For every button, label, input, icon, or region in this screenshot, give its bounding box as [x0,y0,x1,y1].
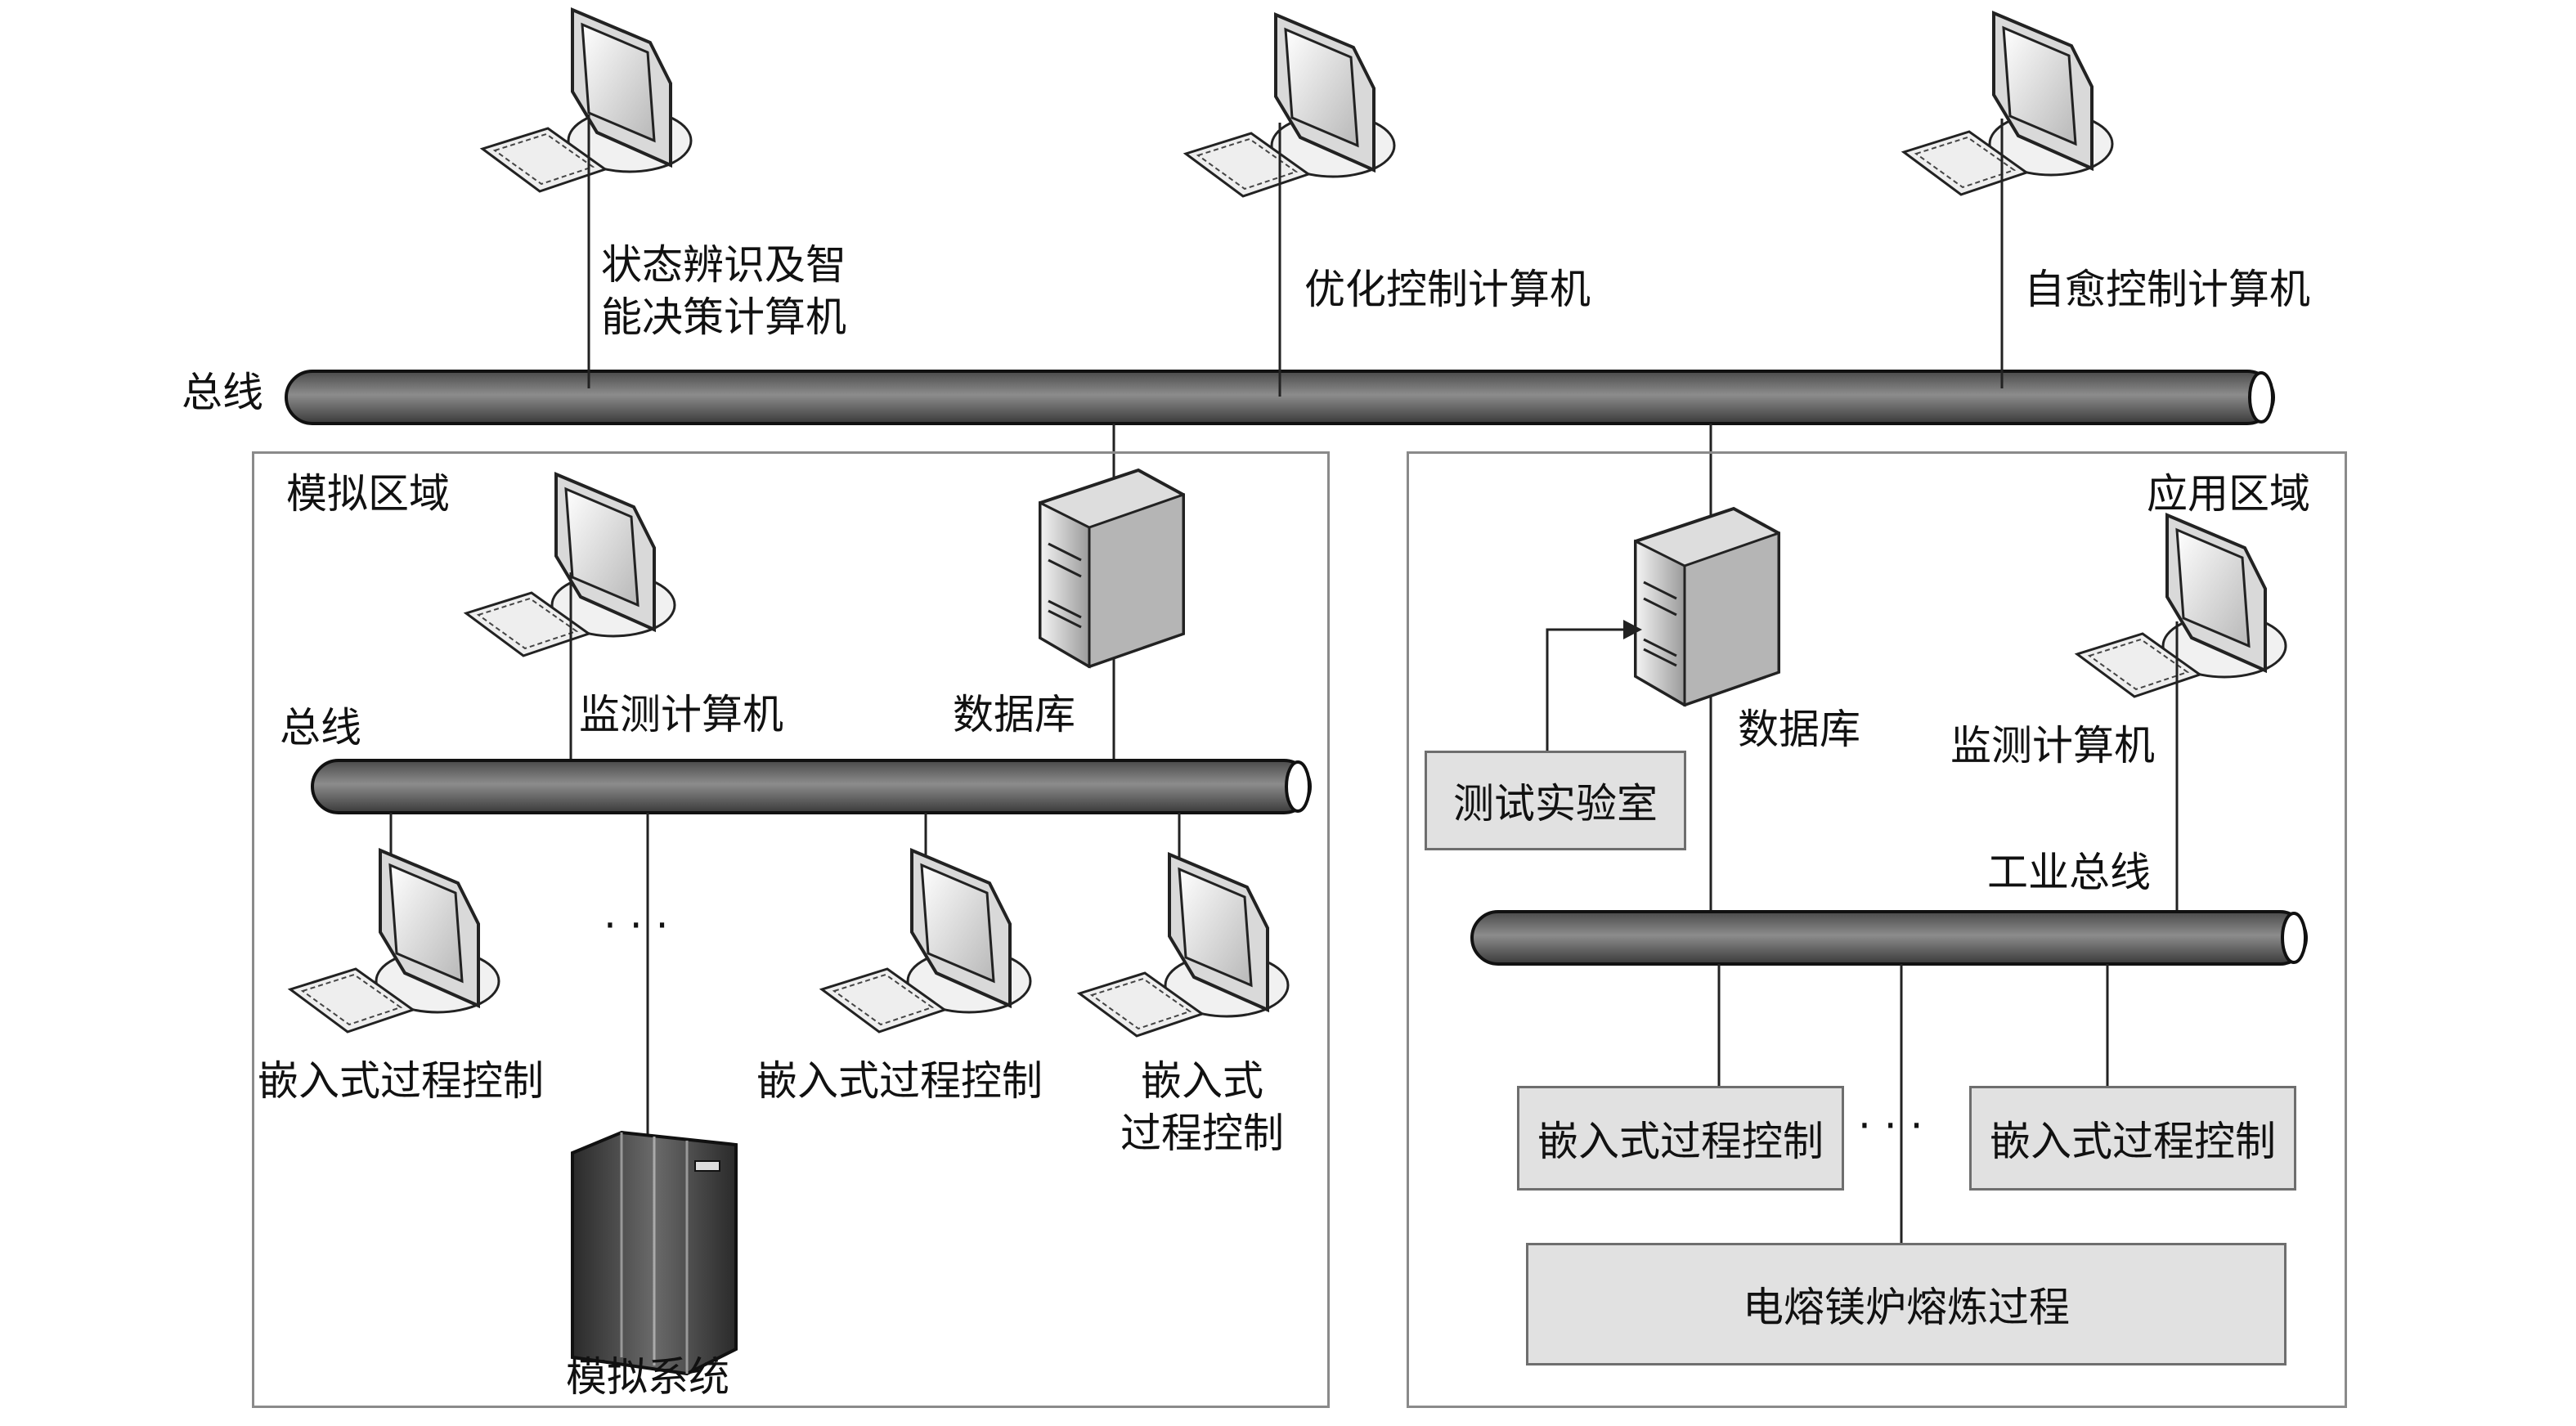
app-embedded-left-box: 嵌入式过程控制 [1517,1086,1844,1191]
sim-embedded-2-label: 嵌入式过程控制 [756,1057,1043,1105]
application-region [1407,451,2347,1408]
top-computer-1-icon [481,8,693,193]
top-computer-1-label-line2: 能决策计算机 [601,294,846,341]
top-computer-3-label: 自愈控制计算机 [2024,266,2310,313]
sim-bus [311,759,1312,814]
top-bus-label: 总线 [182,369,263,416]
top-computer-3-icon [1902,11,2114,196]
test-lab-box: 测试实验室 [1425,751,1686,850]
simulation-region [252,451,1330,1408]
sim-embedded-3-label-line2: 过程控制 [1120,1110,1284,1157]
sim-region-title: 模拟区域 [286,470,450,518]
app-database-label: 数据库 [1738,706,1860,753]
app-ellipsis: · · · [1858,1102,1923,1150]
top-computer-2-label: 优化控制计算机 [1304,266,1591,313]
sim-monitor-label: 监测计算机 [579,691,783,738]
top-computer-1-label: 状态辨识及智 能决策计算机 [601,239,912,343]
sim-system-label: 模拟系统 [566,1353,729,1401]
app-monitor-label: 监测计算机 [1950,722,2155,769]
sim-database-label: 数据库 [953,691,1075,738]
melting-process-box: 电熔镁炉熔炼过程 [1526,1243,2287,1365]
sim-embedded-3-label: 嵌入式 过程控制 [1096,1055,1308,1159]
top-computer-2-icon [1184,13,1396,198]
sim-bus-label: 总线 [280,704,361,751]
app-region-title: 应用区域 [2147,470,2310,518]
app-embedded-right-box: 嵌入式过程控制 [1969,1086,2296,1191]
industrial-bus-label: 工业总线 [1987,849,2151,896]
industrial-bus [1470,910,2308,966]
sim-embedded-1-label: 嵌入式过程控制 [258,1057,544,1105]
lab-to-database-arrow [1546,620,1642,751]
sim-system-rack-icon [571,1130,738,1376]
sim-embedded-3-label-line1: 嵌入式 [1141,1057,1263,1105]
top-computer-1-label-line1: 状态辨识及智 [601,241,846,289]
sim-ellipsis: · · · [604,902,669,949]
